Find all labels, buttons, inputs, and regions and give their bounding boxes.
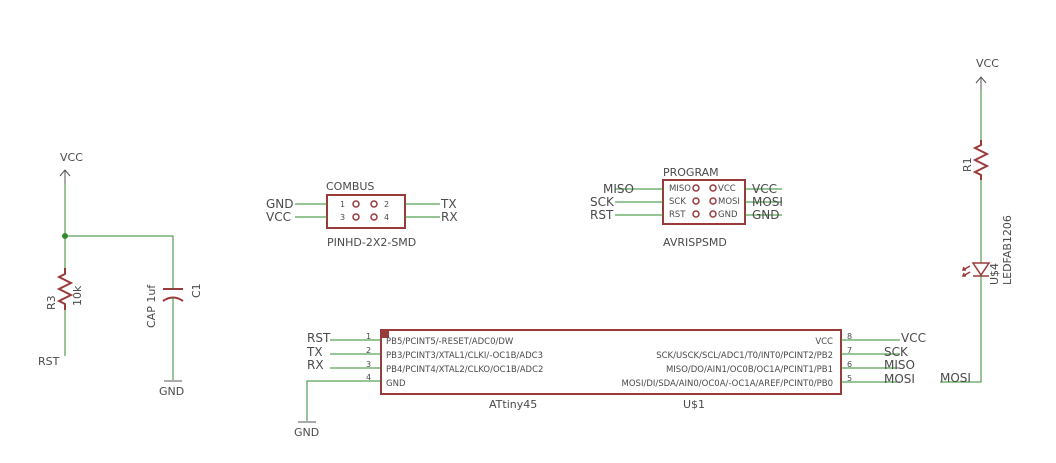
vcc-supply-left: VCC [59,151,83,184]
mcu-pin-name-3: PB4/PCINT4/XTAL2/CLKO/OC1B/ADC2 [386,365,543,375]
r3-name: R3 [45,295,58,310]
mcu-pin-num-1: 1 [366,332,371,341]
mcu-net-tx: TX [306,345,323,359]
program-pin-miso: MISO [669,184,691,194]
combus-pad [352,200,360,208]
combus-package: PINHD-2X2-SMD [327,236,416,249]
mcu-pin-name-2: PB3/PCINT3/XTAL1/CLKI/-OC1B/ADC3 [386,351,543,361]
resistor-r3: R3 10k [45,268,84,310]
program-net-rst: RST [590,208,614,222]
c1-value: CAP 1uf [145,284,158,328]
vcc-label-right: VCC [976,57,999,70]
combus-name: COMBUS [326,180,374,193]
mcu-net-miso: MISO [884,358,915,372]
program-header: PROGRAM MISO SCK RST VCC MOSI GND MISO S… [590,166,783,249]
combus-pad [352,213,360,221]
combus-net-vcc: VCC [266,210,291,224]
gnd-symbol-c1: GND [159,380,184,398]
mcu-pin-name-6: MISO/DO/AIN1/OC0B/OC1A/PCINT1/PB1 [666,365,833,375]
mcu-pin-name-7: SCK/USCK/SCL/ADC1/T0/INT0/PCINT2/PB2 [656,351,833,361]
resistor-r1: R1 [961,140,990,180]
mcu-value: ATtiny45 [489,398,537,411]
program-pin-mosi: MOSI [718,197,740,207]
combus-net-gnd: GND [266,197,294,211]
mcu-pin-num-4: 4 [366,373,371,382]
combus-pin-4: 4 [384,213,389,222]
program-package: AVRISPSMD [663,236,727,249]
program-net-mosi: MOSI [752,195,783,209]
led-value: LEDFAB1206 [1001,215,1014,285]
c1-name: C1 [190,283,203,298]
mcu-net-vcc: VCC [901,331,926,345]
gnd-label-c1: GND [159,385,184,398]
combus-net-rx: RX [441,210,458,224]
mcu-pin-name-4: GND [386,379,406,389]
wire-led-mosi [940,276,982,383]
combus-pin-3: 3 [340,213,345,222]
program-pad [709,210,717,218]
program-pin-sck: SCK [669,197,686,207]
mcu-pin-num-6: 6 [847,360,852,369]
program-pin-rst: RST [669,210,686,220]
rst-net-left: RST [38,355,60,368]
program-pad [709,197,717,205]
combus-pad [370,200,378,208]
mcu-pin-name-1: PB5/PCINT5/-RESET/ADC0/DW [386,337,514,347]
program-pin-vcc: VCC [718,184,736,194]
program-net-miso: MISO [603,182,634,196]
program-pad [709,184,717,192]
program-net-vcc: VCC [752,182,777,196]
mcu-attiny45: 1 2 3 4 8 7 6 5 PB5/PCINT5/-RESET/ADC0/D… [306,329,926,421]
program-name: PROGRAM [663,166,719,179]
vcc-supply-right: VCC [975,57,999,90]
combus-pin-2: 2 [384,200,389,209]
pin1-marker [381,330,389,338]
mcu-pin-num-2: 2 [366,346,371,355]
mcu-pin-num-3: 3 [366,360,371,369]
mcu-net-sck: SCK [884,345,909,359]
mcu-pin-name-5: MOSI/DI/SDA/AIN0/OC0A/-OC1A/AREF/PCINT0/… [622,379,833,389]
combus-pad [370,213,378,221]
program-net-sck: SCK [590,195,615,209]
wire-vcc-c1 [65,235,174,282]
combus-pin-1: 1 [340,200,345,209]
gnd-label-mcu: GND [294,426,319,439]
program-pin-gnd: GND [718,210,738,220]
program-net-gnd: GND [752,208,780,222]
program-pad [692,197,700,205]
led-name: U$4 [988,263,1001,285]
gnd-symbol-mcu: GND [294,421,319,439]
program-pad [692,184,700,192]
mcu-net-rx: RX [307,358,324,372]
program-pad [692,210,700,218]
led-u4: U$4 LEDFAB1206 [961,215,1014,285]
mcu-name: U$1 [683,398,705,411]
mcu-pin-name-8: VCC [815,337,833,347]
vcc-label-left: VCC [60,151,83,164]
r3-value: 10k [71,285,84,306]
mcu-net-mosi: MOSI [884,372,915,386]
combus-header: COMBUS 1 2 3 4 GND VCC TX RX PINHD-2X2-S… [266,180,458,249]
mcu-pin-num-5: 5 [847,374,852,383]
mcu-net-rst: RST [307,331,331,345]
mcu-pin-num-8: 8 [847,332,852,341]
led-net-mosi: MOSI [940,371,971,385]
combus-net-tx: TX [440,197,457,211]
mcu-pin-num-7: 7 [847,346,852,355]
r1-name: R1 [961,157,974,172]
capacitor-c1: CAP 1uf C1 [145,282,203,328]
